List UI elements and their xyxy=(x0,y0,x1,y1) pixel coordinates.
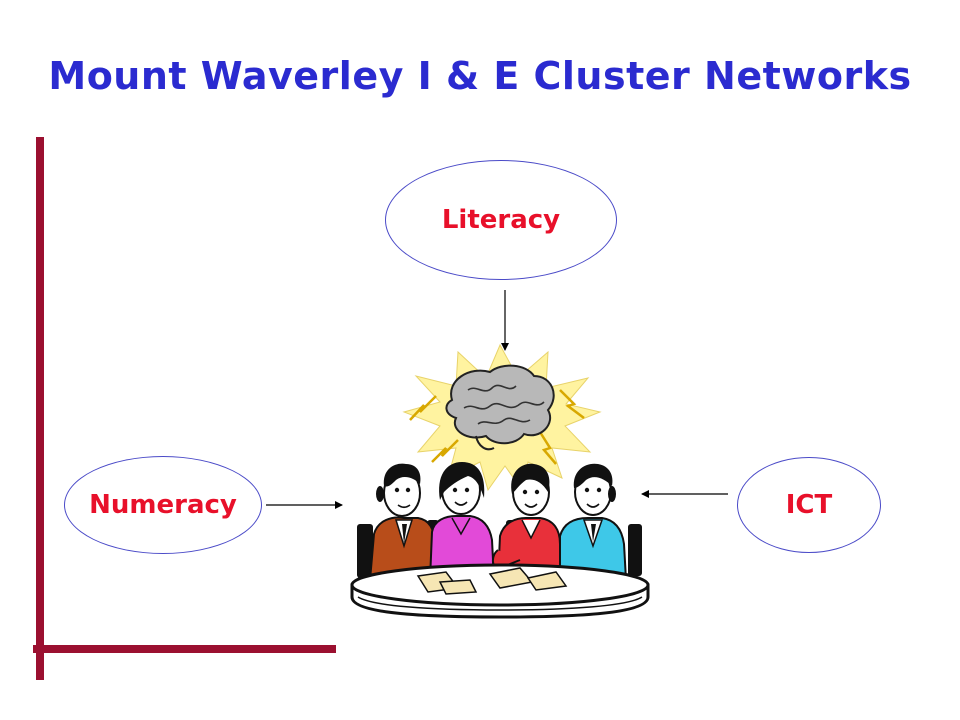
brain-icon xyxy=(445,364,555,451)
lightning-bolt-icon xyxy=(409,395,437,421)
lightning-bolt-icon xyxy=(538,431,557,465)
chair-icon xyxy=(628,524,642,576)
node-numeracy-label: Numeracy xyxy=(89,490,237,520)
slide-title: Mount Waverley I & E Cluster Networks xyxy=(48,54,912,98)
person-icon xyxy=(492,463,561,581)
node-literacy-label: Literacy xyxy=(441,205,561,235)
lightning-bolt-icon xyxy=(559,389,585,419)
node-literacy: Literacy xyxy=(385,160,617,280)
team-meeting-brainstorm-icon xyxy=(350,343,650,619)
person-icon xyxy=(428,462,496,581)
lightning-bolt-icon xyxy=(431,439,459,463)
accent-bar-vertical xyxy=(36,137,44,680)
person-icon xyxy=(559,463,628,581)
node-ict-label: ICT xyxy=(785,490,833,520)
paper-icon xyxy=(438,579,478,595)
node-numeracy: Numeracy xyxy=(64,456,262,554)
paper-icon xyxy=(526,571,568,591)
node-ict: ICT xyxy=(737,457,881,553)
accent-bar-horizontal xyxy=(33,645,336,653)
person-icon xyxy=(368,463,435,581)
table-icon xyxy=(350,563,650,619)
chair-icon xyxy=(357,524,373,578)
